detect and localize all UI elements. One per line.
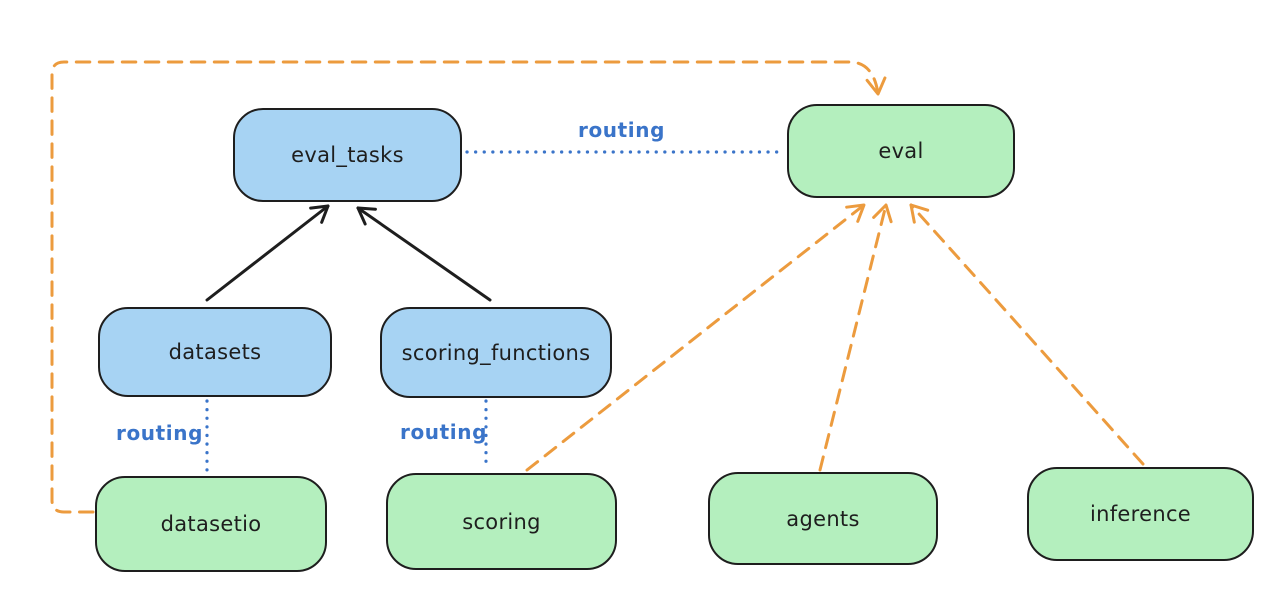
node-scoring-label: scoring — [462, 509, 541, 534]
edge-inference-to-eval — [909, 203, 1145, 466]
node-scoring: scoring — [386, 473, 617, 570]
node-eval-label: eval — [878, 139, 924, 163]
node-eval-tasks-label: eval_tasks — [291, 143, 404, 167]
edge-datasetio-to-eval-loop — [50, 60, 887, 514]
node-eval: eval — [787, 104, 1015, 198]
node-eval-tasks: eval_tasks — [233, 108, 462, 202]
edge-label-routing-datasets-datasetio: routing — [116, 421, 204, 445]
node-inference: inference — [1027, 467, 1254, 561]
edge-datasets-to-eval-tasks — [205, 204, 330, 302]
node-agents-label: agents — [786, 506, 860, 531]
node-inference-label: inference — [1089, 502, 1192, 526]
node-scoring-functions: scoring_functions — [380, 307, 612, 398]
edge-scoring-to-eval — [525, 203, 866, 472]
node-agents: agents — [708, 472, 938, 565]
node-datasetio: datasetio — [95, 476, 327, 572]
node-datasets-label: datasets — [168, 340, 262, 364]
edge-label-routing-eval-tasks-eval: routing — [578, 118, 666, 142]
node-datasetio-label: datasetio — [160, 512, 262, 536]
node-scoring-functions-label: scoring_functions — [401, 340, 591, 365]
node-datasets: datasets — [98, 307, 332, 397]
edge-label-routing-scoring-functions-scoring: routing — [400, 420, 488, 444]
edge-scoring-functions-to-eval-tasks — [356, 206, 492, 302]
edge-agents-to-eval — [818, 203, 893, 472]
